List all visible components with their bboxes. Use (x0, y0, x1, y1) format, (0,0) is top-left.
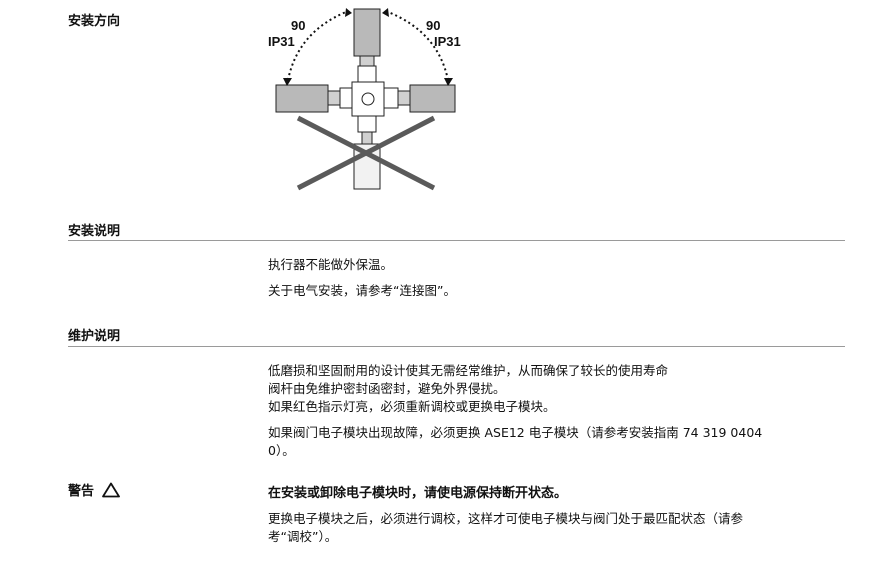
install-orientation-heading: 安装方向 (68, 14, 121, 29)
maintenance-line: 低磨损和坚固耐用的设计使其无需经常维护，从而确保了较长的使用寿命 (268, 363, 669, 378)
warning-line: 考“调校”）。 (268, 529, 338, 544)
warning-label: 警告 (68, 484, 95, 499)
maintenance-line: 如果阀门电子模块出现故障，必须更换 ASE12 电子模块（请参考安装指南 74 … (268, 425, 763, 440)
install-note-line: 执行器不能做外保温。 (268, 257, 394, 272)
install-note-line: 关于电气安装，请参考“连接图”。 (268, 283, 456, 298)
install-notes-heading: 安装说明 (68, 224, 121, 239)
warning-line: 更换电子模块之后，必须进行调校，这样才可使电子模块与阀门处于最匹配状态（请参 (268, 511, 744, 526)
left-angle-label: 90 (291, 18, 305, 33)
warning-label-group: 警告 (68, 480, 120, 499)
right-angle-label: 90 (426, 18, 440, 33)
section-divider (68, 240, 845, 241)
maintenance-line: 如果红色指示灯亮，必须重新调校或更换电子模块。 (268, 399, 556, 414)
maintenance-line: 阀杆由免维护密封函密封，避免外界侵扰。 (268, 381, 506, 396)
warning-bold-text: 在安装或卸除电子模块时，请使电源保持断开状态。 (268, 486, 568, 501)
maintenance-heading: 维护说明 (68, 329, 121, 344)
mounting-orientation-diagram: 90 IP31 90 IP31 (268, 8, 461, 191)
right-rating-label: IP31 (434, 34, 461, 49)
left-rating-label: IP31 (268, 34, 295, 49)
maintenance-line: 0）。 (268, 443, 295, 458)
warning-triangle-icon (102, 482, 120, 497)
section-divider (68, 346, 845, 347)
